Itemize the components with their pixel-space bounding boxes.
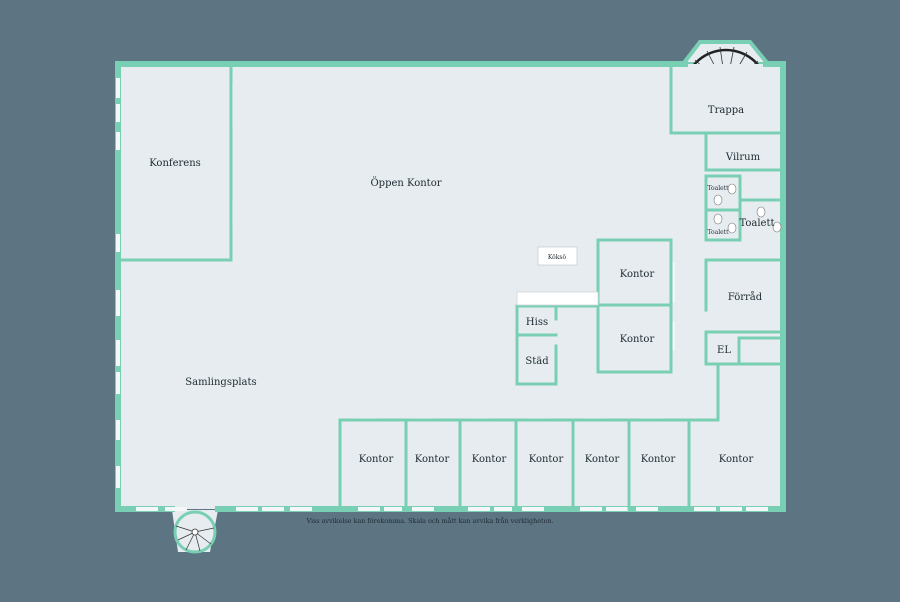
label-kontor-row: Kontor	[585, 454, 620, 465]
label-toalett-small-1: Toalett	[707, 185, 729, 192]
label-kontor-row: Kontor	[719, 454, 754, 465]
kitchen-island	[537, 246, 578, 266]
disclaimer: Viss avvikelse kan förekomma. Skala och …	[305, 516, 553, 525]
label-kontor-row: Kontor	[415, 454, 450, 465]
spiral-stair-bottom	[172, 510, 218, 554]
label-stad: Städ	[525, 356, 549, 367]
label-kontor-row: Kontor	[641, 454, 676, 465]
label-kontor-row: Kontor	[472, 454, 507, 465]
label-koksö: Köksö	[548, 254, 567, 261]
label-trappa: Trappa	[708, 105, 744, 116]
label-vilrum: Vilrum	[725, 152, 761, 163]
label-kontor-mid-upper: Kontor	[620, 269, 655, 280]
room-labels: Konferens Öppen Kontor Samlingsplats Tra…	[149, 105, 774, 465]
label-kontor-row: Kontor	[359, 454, 394, 465]
label-kontor-row: Kontor	[529, 454, 564, 465]
label-oppen-kontor: Öppen Kontor	[370, 177, 441, 189]
label-toalett-small-2: Toalett	[707, 229, 729, 236]
label-samlingsplats: Samlingsplats	[185, 377, 256, 388]
toilet-fixtures	[713, 183, 782, 234]
floor-area	[118, 64, 783, 509]
label-forrad: Förråd	[728, 291, 763, 303]
kitchen-counter	[516, 291, 599, 306]
label-el: EL	[717, 345, 731, 356]
interior-walls	[116, 62, 785, 511]
label-hiss: Hiss	[526, 317, 548, 328]
label-toalett: Toalett	[739, 218, 774, 229]
label-kontor-mid-lower: Kontor	[620, 334, 655, 345]
label-konferens: Konferens	[149, 158, 201, 169]
